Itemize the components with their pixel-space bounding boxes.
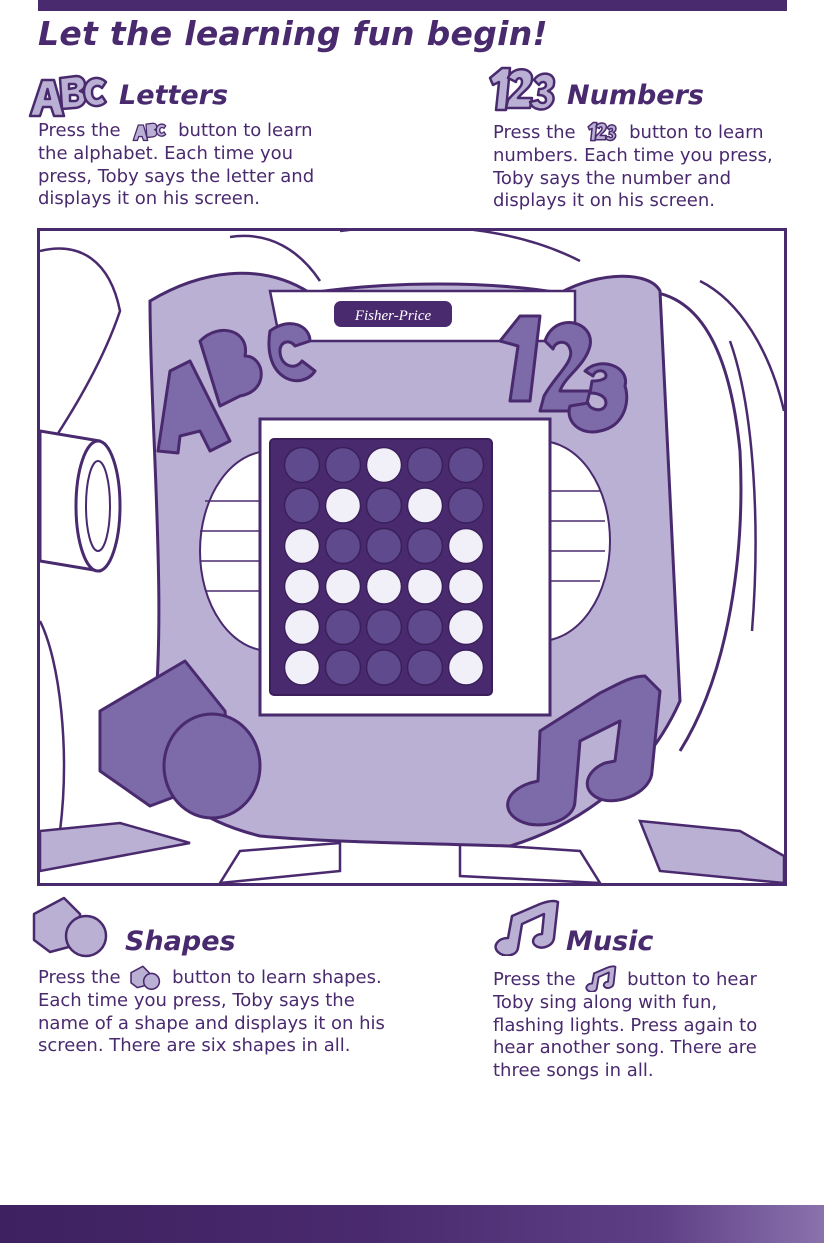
letters-text-prefix: Press the xyxy=(38,120,121,141)
shapes-button-icon xyxy=(130,965,161,990)
led-light-off xyxy=(406,527,444,565)
music-title: Music xyxy=(566,926,654,957)
led-light-off xyxy=(324,608,362,646)
led-light-on xyxy=(447,568,485,605)
svg-text:Fisher-Price: Fisher-Price xyxy=(354,308,432,324)
shapes-toy-button xyxy=(98,659,262,820)
toy-drawing: Fisher-Price xyxy=(40,231,784,883)
page-title: Let the learning fun begin! xyxy=(38,14,548,53)
led-grid xyxy=(283,446,485,686)
led-light-on xyxy=(406,568,444,605)
led-light-on xyxy=(447,649,485,686)
shapes-title: Shapes xyxy=(125,926,236,957)
led-light-off xyxy=(283,446,321,484)
shapes-text-prefix: Press the xyxy=(38,967,121,988)
numbers-description: Press the button to learn numbers. Each … xyxy=(493,119,783,213)
letters-description: Press the button to learn the alphabet. … xyxy=(38,119,338,211)
music-notes-icon xyxy=(494,899,560,956)
led-light-off xyxy=(324,649,362,686)
123-blocks-icon xyxy=(488,66,556,112)
shapes-description: Press the button to learn shapes. Each t… xyxy=(38,964,408,1058)
led-light-off xyxy=(324,446,362,484)
led-light-off xyxy=(406,649,444,686)
led-light-on xyxy=(365,446,403,484)
toby-toy-illustration: Fisher-Price xyxy=(37,228,787,886)
led-light-off xyxy=(365,649,403,686)
bottom-bar xyxy=(0,1205,824,1243)
top-bar xyxy=(38,0,787,11)
led-light-off xyxy=(365,608,403,646)
led-light-off xyxy=(406,446,444,484)
letters-title: Letters xyxy=(119,80,229,111)
shapes-text-suffix: button to learn shapes. Each time you pr… xyxy=(38,967,385,1056)
fisher-price-logo: Fisher-Price xyxy=(334,301,452,327)
numbers-text-prefix: Press the xyxy=(493,122,576,143)
led-light-on xyxy=(283,568,321,605)
led-light-off xyxy=(447,487,485,524)
abc-button-icon xyxy=(132,122,167,142)
music-text-prefix: Press the xyxy=(493,969,576,990)
music-toy-button xyxy=(506,674,662,827)
led-light-off xyxy=(283,487,321,524)
led-light-off xyxy=(365,527,403,565)
led-light-on xyxy=(365,568,403,605)
numbers-title: Numbers xyxy=(567,80,704,111)
letters-text-suffix: button to learn the alphabet. Each time … xyxy=(38,120,315,209)
abc-blocks-icon xyxy=(28,74,108,118)
music-text-suffix: button to hear Toby sing along with fun,… xyxy=(493,969,758,1081)
123-toy-button xyxy=(498,314,629,434)
left-ear xyxy=(40,429,122,573)
led-light-off xyxy=(365,487,403,524)
led-light-on xyxy=(283,608,321,646)
led-light-off xyxy=(447,446,485,484)
numbers-text-suffix: button to learn numbers. Each time you p… xyxy=(493,122,773,211)
music-button-icon xyxy=(585,965,617,992)
led-light-on xyxy=(324,568,362,605)
led-light-on xyxy=(447,527,485,565)
led-light-on xyxy=(283,649,321,686)
led-light-on xyxy=(406,487,444,524)
shapes-blocks-icon xyxy=(32,896,108,958)
led-light-off xyxy=(406,608,444,646)
led-light-on xyxy=(447,608,485,646)
led-light-on xyxy=(283,527,321,565)
led-light-on xyxy=(324,487,362,524)
music-description: Press the button to hear Toby sing along… xyxy=(493,964,785,1082)
abc-toy-button xyxy=(156,322,317,455)
123-button-icon xyxy=(587,121,618,142)
led-light-off xyxy=(324,527,362,565)
